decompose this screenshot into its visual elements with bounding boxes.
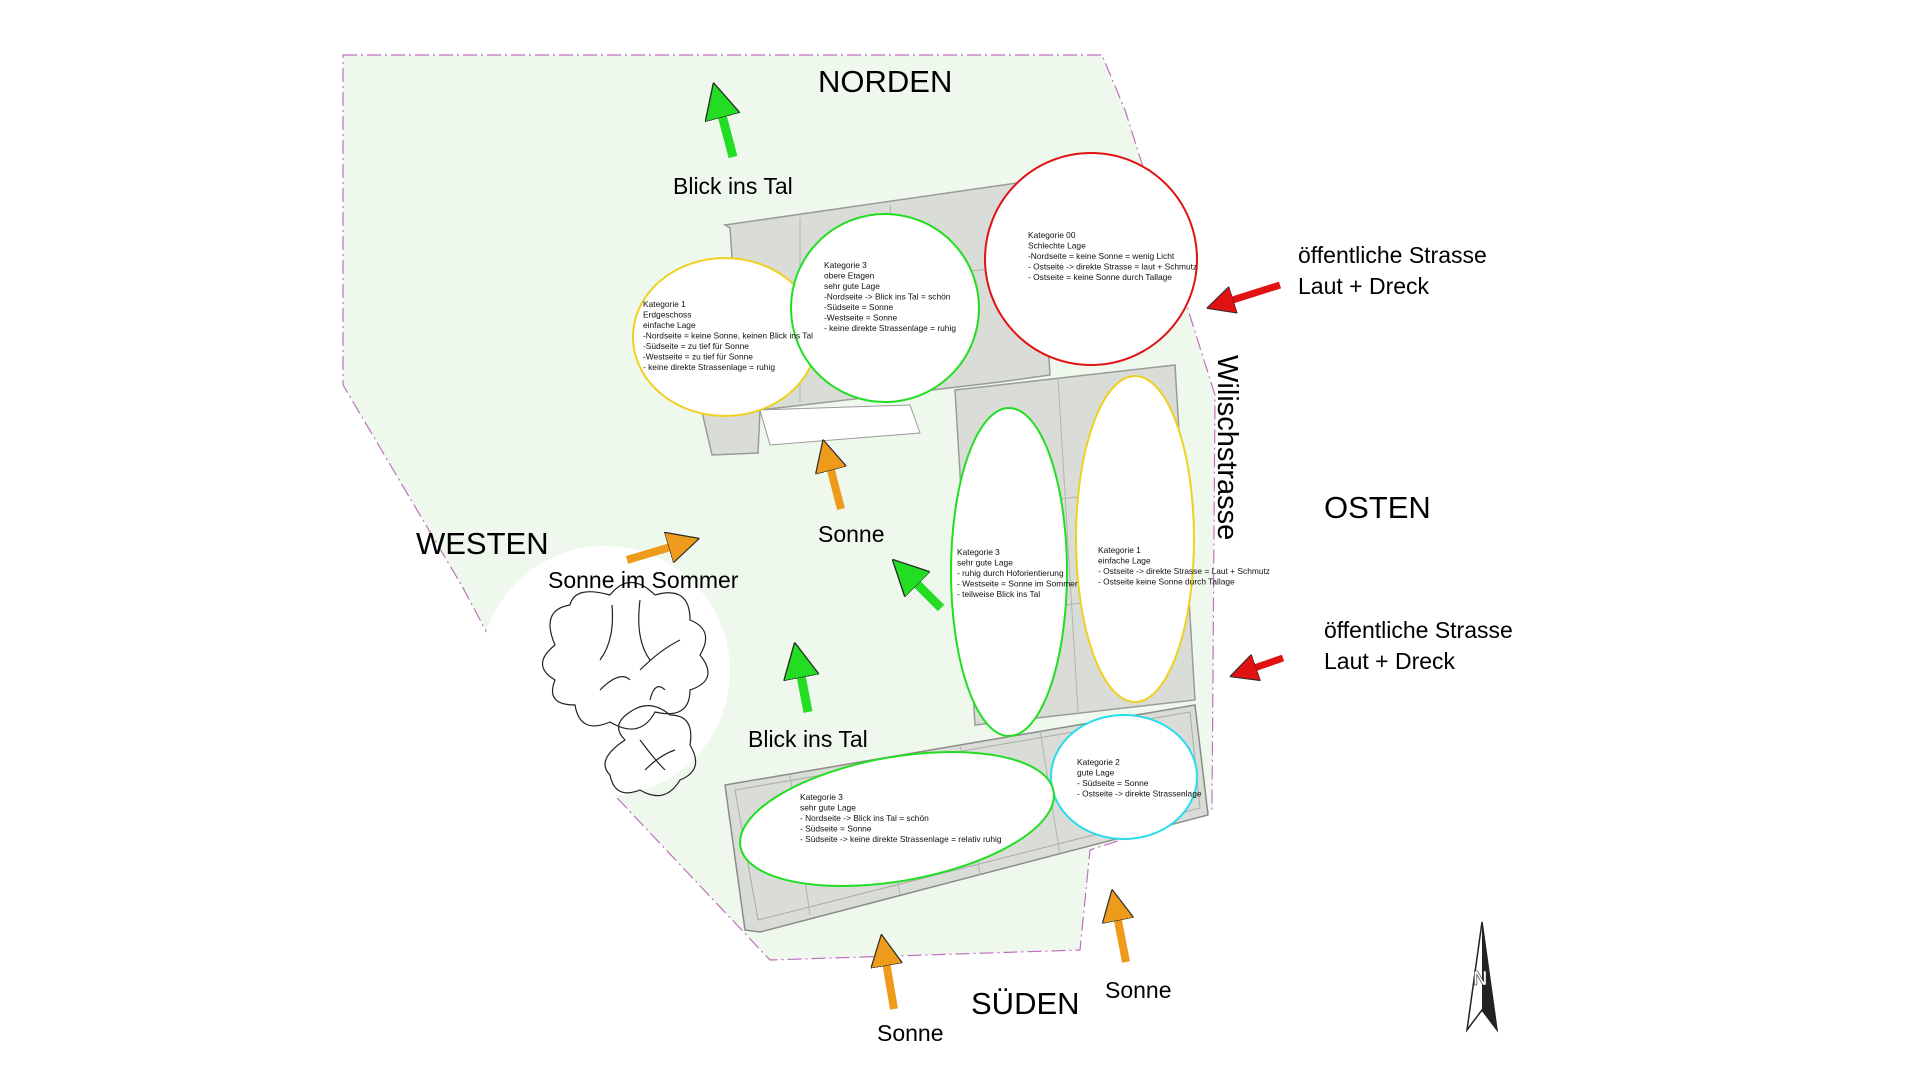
view-arrow-north bbox=[718, 100, 733, 159]
tree-clearing bbox=[480, 546, 730, 796]
label-sun-south-2: Sonne bbox=[1105, 977, 1172, 1003]
zone-kat2 bbox=[1050, 714, 1198, 840]
zone-kat3-court bbox=[950, 407, 1068, 737]
direction-east: OSTEN bbox=[1324, 490, 1431, 525]
zone-kat1-east bbox=[1075, 375, 1195, 703]
direction-north: NORDEN bbox=[818, 64, 952, 99]
note-kat1-west: Kategorie 1 Erdgeschoss einfache Lage -N… bbox=[643, 299, 815, 372]
zone-kat00[interactable] bbox=[984, 152, 1198, 366]
label-sun-center: Sonne bbox=[818, 521, 885, 547]
note-kat3-upper: Kategorie 3 obere Etagen sehr gute Lage … bbox=[824, 260, 956, 333]
street-arrow-bottom bbox=[1243, 658, 1285, 672]
street-arrow-top bbox=[1220, 281, 1282, 304]
note-kat00: Kategorie 00 Schlechte Lage -Nordseite =… bbox=[1028, 230, 1200, 282]
direction-south: SÜDEN bbox=[971, 986, 1080, 1021]
sun-arrow-center bbox=[827, 455, 841, 511]
north-arrow-icon: N bbox=[1465, 921, 1499, 1033]
label-sun-south-1: Sonne bbox=[877, 1020, 944, 1046]
note-kat3-south: Kategorie 3 sehr gute Lage - Nordseite -… bbox=[800, 792, 1002, 844]
direction-west: WESTEN bbox=[416, 526, 549, 561]
zone-kat3-south bbox=[739, 750, 1055, 888]
note-kat3-court: Kategorie 3 sehr gute Lage - ruhig durch… bbox=[957, 547, 1080, 599]
view-arrow-west bbox=[905, 572, 945, 612]
note-kat1-east: Kategorie 1 einfache Lage - Ostseite -> … bbox=[1098, 545, 1272, 587]
label-street-top: öffentliche Strasse Laut + Dreck bbox=[1298, 242, 1493, 299]
label-view-south: Blick ins Tal bbox=[748, 726, 868, 752]
north-arrow-letter: N bbox=[1473, 968, 1487, 990]
sun-arrow-summer bbox=[625, 543, 684, 564]
sun-arrow-south-1 bbox=[884, 950, 894, 1010]
sun-arrow-south-2 bbox=[1115, 905, 1126, 963]
zone-kat3-upper bbox=[790, 213, 980, 403]
label-sun-summer: Sonne im Sommer bbox=[548, 567, 739, 593]
tree-outline bbox=[541, 581, 709, 797]
view-arrow-south bbox=[798, 660, 808, 713]
street-name: Wilischstrasse bbox=[1211, 355, 1243, 540]
label-view-north: Blick ins Tal bbox=[673, 173, 793, 199]
note-kat2: Kategorie 2 gute Lage - Südseite = Sonne… bbox=[1077, 757, 1202, 799]
label-street-bottom: öffentliche Strasse Laut + Dreck bbox=[1324, 617, 1519, 674]
